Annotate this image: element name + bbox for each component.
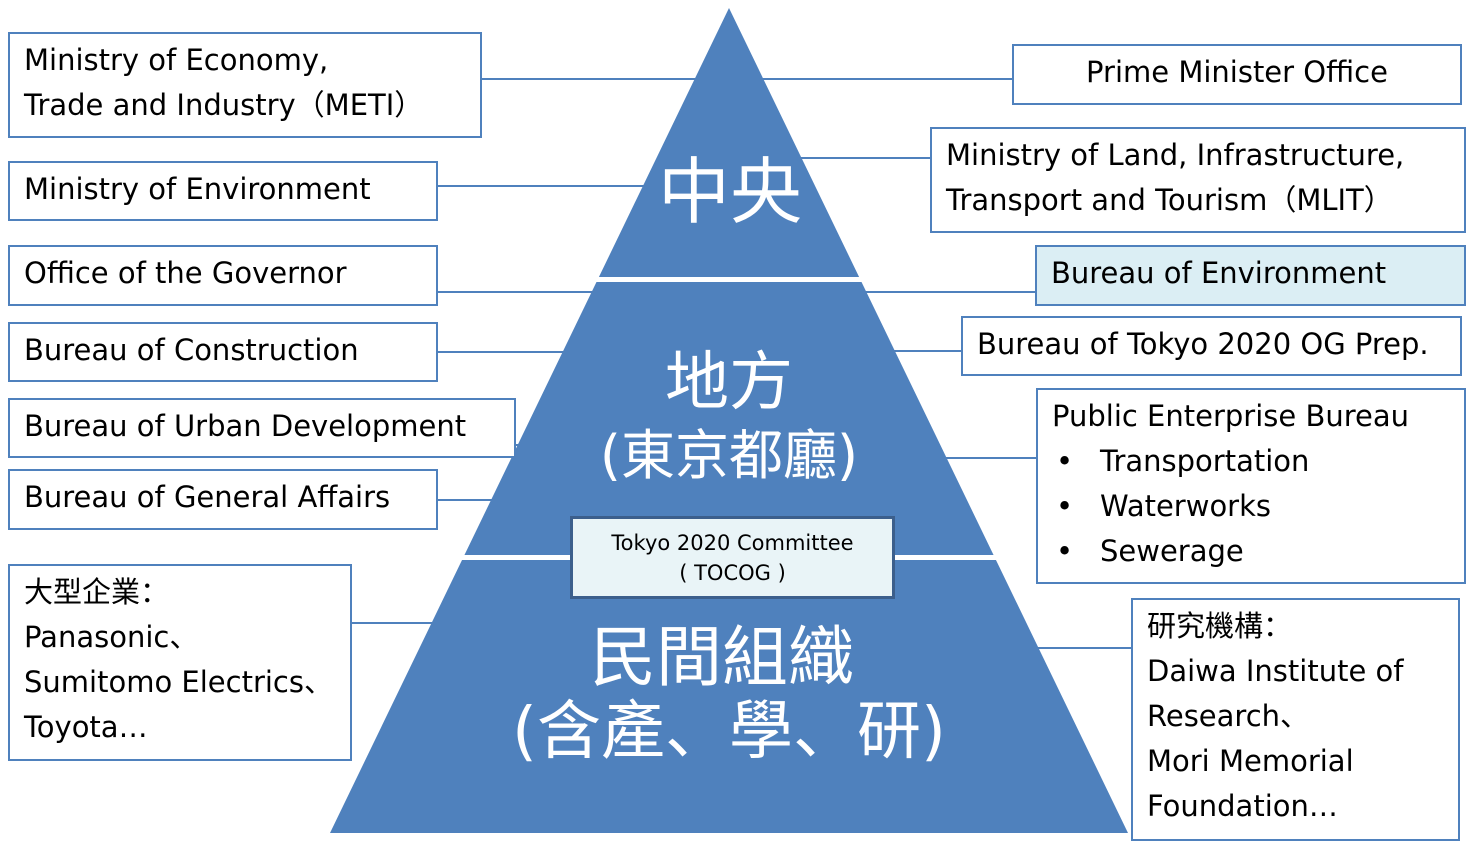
box-bureau-general-affairs: Bureau of General Affairs bbox=[8, 469, 438, 530]
tier-bottom-label: 民間組織 bbox=[590, 619, 854, 696]
box-bureau-og-prep: Bureau of Tokyo 2020 OG Prep. bbox=[961, 316, 1462, 376]
box-text: Bureau of Urban Development bbox=[24, 409, 467, 443]
list-item: Transportation bbox=[1056, 439, 1450, 484]
box-text: Mori Memorial bbox=[1147, 744, 1354, 778]
tocog-line1: Tokyo 2020 Committee bbox=[611, 531, 854, 555]
box-text: 研究機構： bbox=[1147, 609, 1293, 643]
box-text: Ministry of Economy, bbox=[24, 43, 329, 77]
box-text: Sumitomo Electrics、 bbox=[24, 665, 333, 699]
box-text: Ministry of Land, Infrastructure, bbox=[946, 138, 1405, 172]
box-mlit: Ministry of Land, Infrastructure, Transp… bbox=[930, 127, 1466, 233]
box-office-governor: Office of the Governor bbox=[8, 245, 438, 306]
box-text: Trade and Industry（METI） bbox=[24, 88, 424, 122]
box-text: Transport and Tourism（MLIT） bbox=[946, 183, 1393, 217]
box-large-enterprises: 大型企業： Panasonic、 Sumitomo Electrics、 Toy… bbox=[8, 564, 352, 761]
box-research-institutes: 研究機構： Daiwa Institute of Research、 Mori … bbox=[1131, 598, 1460, 841]
box-title: Public Enterprise Bureau bbox=[1052, 399, 1409, 433]
tier-bottom-sublabel: (含產、學、研) bbox=[512, 695, 946, 769]
pyramid-shape bbox=[330, 8, 1128, 833]
box-text: Office of the Governor bbox=[24, 256, 347, 290]
box-bureau-construction: Bureau of Construction bbox=[8, 322, 438, 382]
box-text: Panasonic、 bbox=[24, 620, 199, 654]
list-item: Sewerage bbox=[1056, 529, 1450, 574]
box-text: Bureau of General Affairs bbox=[24, 480, 391, 514]
tier-top-label: 中央 bbox=[657, 150, 803, 234]
tier-divider-1 bbox=[300, 277, 1200, 282]
box-text: Daiwa Institute of bbox=[1147, 654, 1404, 688]
tier-middle-sublabel: (東京都廳) bbox=[599, 424, 859, 487]
box-text: Research、 bbox=[1147, 699, 1310, 733]
tier-middle-label: 地方 bbox=[665, 346, 793, 420]
box-text: 大型企業： bbox=[24, 575, 170, 609]
box-text: Bureau of Tokyo 2020 OG Prep. bbox=[977, 327, 1429, 361]
box-prime-minister-office: Prime Minister Office bbox=[1012, 44, 1462, 105]
box-public-enterprise-bureau: Public Enterprise Bureau Transportation … bbox=[1036, 388, 1466, 584]
box-meti: Ministry of Economy, Trade and Industry（… bbox=[8, 32, 482, 138]
box-ministry-environment: Ministry of Environment bbox=[8, 161, 438, 221]
box-text: Prime Minister Office bbox=[1086, 55, 1388, 89]
box-text: Ministry of Environment bbox=[24, 172, 371, 206]
tocog-line2: ( TOCOG ) bbox=[679, 561, 786, 585]
box-text: Foundation… bbox=[1147, 789, 1338, 823]
box-text: Bureau of Environment bbox=[1051, 256, 1387, 290]
box-text: Toyota… bbox=[24, 710, 148, 744]
bullet-list: Transportation Waterworks Sewerage bbox=[1052, 439, 1450, 574]
box-bureau-urban-development: Bureau of Urban Development bbox=[8, 398, 516, 458]
box-bureau-environment: Bureau of Environment bbox=[1035, 245, 1466, 306]
box-text: Bureau of Construction bbox=[24, 333, 359, 367]
tocog-box: Tokyo 2020 Committee ( TOCOG ) bbox=[570, 516, 895, 599]
list-item: Waterworks bbox=[1056, 484, 1450, 529]
